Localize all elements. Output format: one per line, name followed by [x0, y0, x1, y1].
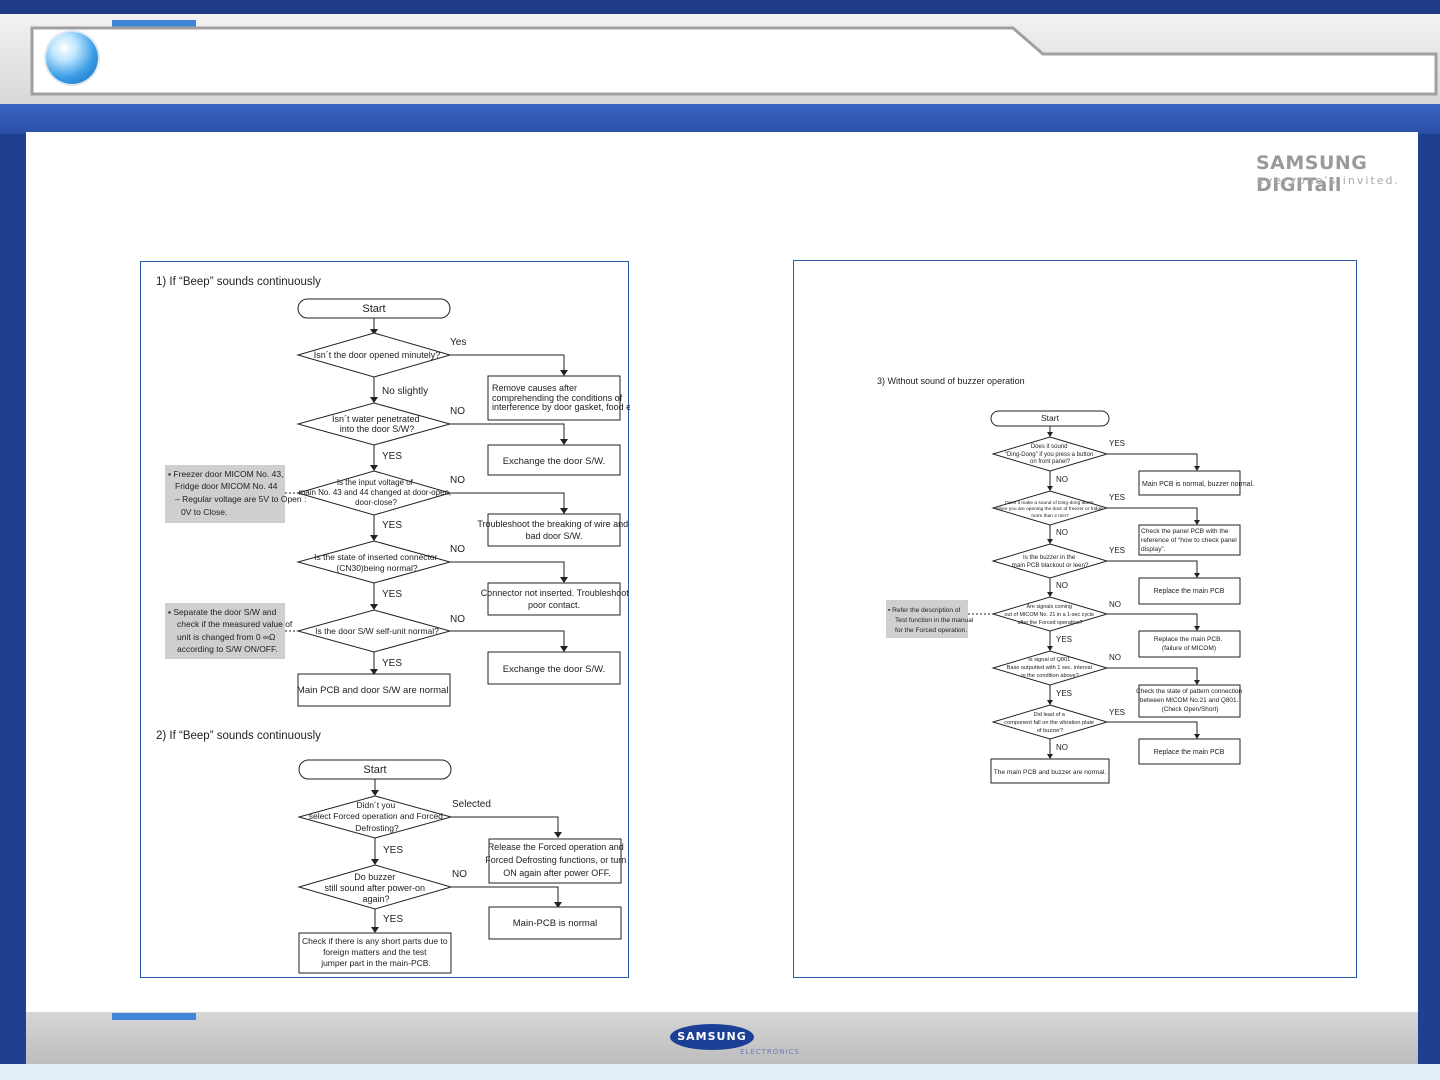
r-r3-text: Replace the main PCB	[1154, 588, 1225, 595]
r-d2-no-label: NO	[1056, 528, 1068, 537]
title-plate	[30, 26, 1438, 96]
s2-d2-no-label: NO	[452, 869, 467, 880]
s2-d2-yes-label: YES	[383, 914, 403, 925]
samsung-digitall-logo: SAMSUNG DIGITall	[1256, 152, 1368, 196]
d2-yes-label: YES	[382, 451, 402, 462]
d3-no-label: NO	[450, 475, 465, 486]
result-remove-causes	[487, 375, 621, 421]
result-main-pcb-buzzer-normal	[1138, 470, 1241, 496]
globe-icon	[46, 32, 98, 84]
r4-text: Connector not inserted. Troubleshoot poo…	[481, 588, 630, 610]
bottom-strip	[0, 1064, 1440, 1080]
d1-yes-label: Yes	[450, 337, 466, 348]
r-note-text: ▪ Refer the description of Test function…	[888, 607, 975, 634]
start2-label: Start	[363, 764, 386, 776]
note-separate-door-sw	[165, 603, 285, 659]
end-main-pcb-normal	[297, 673, 451, 707]
d2-no-label: NO	[450, 406, 465, 417]
r-r5-text: Check the state of pattern connection be…	[1136, 688, 1244, 713]
r-d3-text: Is the buzzer in the main PCB blackout o…	[1012, 554, 1089, 569]
result-replace-main-pcb-2	[1138, 738, 1241, 765]
section2-heading: 2) If “Beep” sounds continuously	[156, 730, 321, 742]
r-d2-text: Does it make a sound of Ding-dong alarm …	[996, 500, 1104, 519]
r-r2-text: Check the panel PCB with the reference o…	[1141, 528, 1239, 553]
r-r6-text: Replace the main PCB	[1154, 749, 1225, 756]
r-d2-yes-label: YES	[1109, 493, 1125, 502]
footer-accent	[112, 1013, 196, 1020]
r-d3-yes-label: YES	[1109, 546, 1125, 555]
samsung-footer-logo: SAMSUNG	[670, 1024, 754, 1050]
r-d3-no-label: NO	[1056, 581, 1068, 590]
note-test-function	[886, 600, 968, 638]
r2-text: Exchange the door S/W.	[503, 456, 605, 467]
left-flowchart-panel: 1) If “Beep” sounds continuously Start I…	[140, 261, 630, 978]
d4-text: Is the state of inserted connector (CN30…	[314, 552, 440, 573]
result-release-forced	[488, 838, 622, 884]
result-exchange-door-sw	[487, 444, 621, 476]
note1-text: ▪ Freezer door MICOM No. 43, Fridge door…	[168, 469, 309, 517]
d1-text: Isn´t the door opened minutely?	[314, 350, 441, 360]
result-troubleshoot-wire	[487, 513, 621, 547]
result-check-panel-pcb	[1138, 524, 1241, 556]
r-d6-text: Did lead of a component fall on the vibr…	[1004, 712, 1095, 734]
result-check-pattern-connection	[1138, 684, 1241, 718]
d5-no-label: NO	[450, 614, 465, 625]
r3-text: Troubleshoot the breaking of wire and ba…	[477, 519, 630, 541]
d4-yes-label: YES	[382, 589, 402, 600]
r-d5-no-label: NO	[1109, 653, 1121, 662]
s2-r2-text: Main-PCB is normal	[513, 918, 597, 929]
section1-heading: 1) If “Beep” sounds continuously	[156, 276, 321, 288]
d5-text: Is the door S/W self-unit normal?	[315, 626, 439, 636]
d1-no-label: No slightly	[382, 386, 428, 397]
top-strip	[0, 0, 1440, 14]
r1-text: Remove causes after comprehending the co…	[492, 383, 630, 412]
result-main-pcb-normal	[488, 906, 622, 940]
r-d1-no-label: NO	[1056, 475, 1068, 484]
result-replace-main-pcb-micom	[1138, 630, 1241, 658]
blue-band	[0, 104, 1440, 134]
right-flowchart-panel: 3) Without sound of buzzer operation Sta…	[793, 260, 1357, 978]
d3-yes-label: YES	[382, 520, 402, 531]
result-connector-not-inserted	[487, 582, 621, 616]
footer-electronics: ELECTRONICS	[740, 1048, 800, 1056]
start3-label: Start	[1041, 413, 1060, 423]
end-check-short-parts	[298, 932, 452, 974]
r-d6-no-label: NO	[1056, 743, 1068, 752]
note-freezer-micom	[165, 465, 285, 523]
start-label: Start	[362, 303, 385, 315]
brand-tagline: everyone's invited.	[1257, 174, 1400, 187]
end-main-pcb-buzzer-normal	[990, 758, 1110, 784]
r-r1-text: Main PCB is normal, buzzer normal.	[1142, 481, 1254, 488]
r5-text: Exchange the door S/W.	[503, 664, 605, 675]
result-replace-main-pcb	[1138, 577, 1241, 605]
s2-d1-text: Didn´t you select Forced operation and F…	[309, 800, 446, 833]
r-d4-yes-label: YES	[1056, 635, 1072, 644]
section3-heading: 3) Without sound of buzzer operation	[877, 376, 1025, 386]
r-d1-text: Does it sound “Ding-Dong” if you press a…	[1005, 444, 1095, 465]
d3-text: Is the input voltage of main No. 43 and …	[299, 478, 454, 507]
result-exchange-door-sw-2	[487, 651, 621, 685]
s2-d1-yes-label: YES	[383, 845, 403, 856]
r-r4-text: Replace the main PCB. (failure of MICOM)	[1154, 636, 1224, 652]
top-accent	[112, 20, 196, 27]
d4-no-label: NO	[450, 544, 465, 555]
r-d1-yes-label: YES	[1109, 439, 1125, 448]
s2-end-text: Check if there is any short parts due to…	[302, 936, 450, 968]
end1-text: Main PCB and door S/W are normal.	[297, 685, 451, 696]
r-d4-text: Are signals coming out of MICOM No. 21 i…	[1004, 604, 1095, 626]
s2-r1-text: Release the Forced operation and Forced …	[485, 842, 629, 878]
r-d5-text: Is signal of Q801 Base outputted with 1 …	[1007, 657, 1094, 679]
r-end-text: The main PCB and buzzer are normal.	[994, 769, 1107, 776]
d2-text: Isn´t water penetrated into the door S/W…	[332, 414, 422, 434]
s2-d1-selected-label: Selected	[452, 799, 491, 810]
s2-d2-text: Do buzzer still sound after power-on aga…	[324, 872, 427, 904]
note2-text: ▪ Separate the door S/W and check if the…	[168, 607, 295, 654]
r-d6-yes-label: YES	[1109, 708, 1125, 717]
r-d4-no-label: NO	[1109, 600, 1121, 609]
d5-yes-label: YES	[382, 658, 402, 669]
r-d5-yes-label: YES	[1056, 689, 1072, 698]
